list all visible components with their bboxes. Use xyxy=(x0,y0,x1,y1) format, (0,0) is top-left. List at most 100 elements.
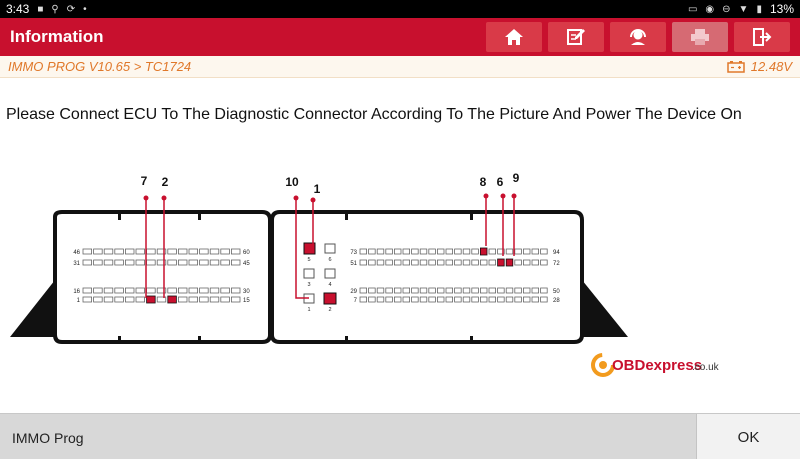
right-row4-pin-3 xyxy=(385,296,393,303)
right-row4-pin-14 xyxy=(479,296,488,303)
callout-dots xyxy=(143,193,517,203)
right-row3-pin-9 xyxy=(436,287,445,294)
left-row4-pin-6 xyxy=(146,295,156,304)
right-row3-pin-13 xyxy=(471,287,479,294)
left-row3-pin-12 xyxy=(209,287,220,294)
right-row2-pin-19 xyxy=(523,259,531,266)
right-row1-pin-6 xyxy=(411,248,419,255)
left-row2-pin-9 xyxy=(177,259,188,266)
edit-button[interactable] xyxy=(548,22,604,52)
left-row3-pin-1 xyxy=(93,287,103,294)
right-row3-pin-4 xyxy=(393,287,402,294)
usb-icon: ⚲ xyxy=(51,3,59,15)
left-row1-pin-0 xyxy=(82,248,93,255)
svg-text:2: 2 xyxy=(328,307,331,313)
right-row4-pin-17 xyxy=(505,296,514,303)
right-row1-pin-13 xyxy=(471,248,479,255)
left-row3-pin-2 xyxy=(103,287,114,294)
left-row4-pin-0 xyxy=(82,296,93,303)
right-row4-pin-2 xyxy=(376,296,385,303)
left-row3-pin-6 xyxy=(146,287,156,294)
wifi-icon: ▼ xyxy=(738,3,749,15)
left-row4-pin-9 xyxy=(177,296,188,303)
right-row3-pin-20 xyxy=(531,287,539,294)
right-row3-pin-12 xyxy=(462,287,471,294)
status-bar: 3:43 ■ ⚲ ⟳ • ▭ ◉ ⊖ ▼ ▮ 13% xyxy=(0,0,800,18)
left-row1-pin-14 xyxy=(230,248,241,255)
mid-pin-6 xyxy=(324,243,336,254)
mid-pin-3 xyxy=(303,268,315,279)
exit-button[interactable] xyxy=(734,22,790,52)
video-icon: ■ xyxy=(37,3,44,15)
right-row1-pin-16 xyxy=(497,248,505,255)
right-row1-pin-12 xyxy=(462,248,471,255)
right-row2-pin-10 xyxy=(445,259,453,266)
left-row1-pin-5 xyxy=(135,248,146,255)
right-connector-outline xyxy=(270,210,584,344)
right-row1-pin-7 xyxy=(419,248,428,255)
right-row1-pin-8 xyxy=(428,248,436,255)
sync-icon: ⟳ xyxy=(66,3,76,15)
right-row2-pin-15 xyxy=(488,259,496,266)
right-row2-pin-1 xyxy=(368,259,376,266)
right-row4-pin-15 xyxy=(488,296,496,303)
callout-6: 6 xyxy=(497,175,504,189)
ok-button[interactable]: OK xyxy=(696,414,800,459)
left-row2-pin-12 xyxy=(209,259,220,266)
left-row2-pin-2 xyxy=(103,259,114,266)
printer-icon xyxy=(691,29,709,45)
right-row1-pin-0 xyxy=(359,248,367,255)
right-row3-pin-10 xyxy=(445,287,453,294)
left-row1-pin-8 xyxy=(167,248,177,255)
left-row2-pin-10 xyxy=(188,259,199,266)
left-row2-pin-5 xyxy=(135,259,146,266)
header-bar: Information xyxy=(0,18,800,56)
callout-2: 2 xyxy=(162,175,169,189)
right-row4-pin-16 xyxy=(497,296,505,303)
right-row1-pin-18 xyxy=(514,248,522,255)
svg-text:5: 5 xyxy=(307,257,310,263)
mid-pin-4 xyxy=(324,268,336,279)
print-button[interactable] xyxy=(672,22,728,52)
right-row3-pin-8 xyxy=(428,287,436,294)
home-button[interactable] xyxy=(486,22,542,52)
right-row4-pin-1 xyxy=(368,296,376,303)
right-row2-pin-9 xyxy=(436,259,445,266)
right-row3-pin-17 xyxy=(505,287,514,294)
pin-label-left-row2-end: 45 xyxy=(243,261,250,267)
pin-label-right-row1-start: 73 xyxy=(350,250,357,256)
right-row1-pin-20 xyxy=(531,248,539,255)
left-row1-pin-13 xyxy=(220,248,230,255)
right-row4-pin-7 xyxy=(419,296,428,303)
support-button[interactable] xyxy=(610,22,666,52)
left-row4-pin-8 xyxy=(167,295,177,304)
dnd-icon: ⊖ xyxy=(722,3,731,15)
left-row2-pin-14 xyxy=(230,259,241,266)
right-row1-pin-21 xyxy=(540,248,548,255)
dot-icon: • xyxy=(83,3,87,15)
right-row4-pin-18 xyxy=(514,296,522,303)
right-flange xyxy=(582,280,628,337)
right-row3-pin-11 xyxy=(454,287,462,294)
right-row2-pin-0 xyxy=(359,259,367,266)
left-row3-pin-4 xyxy=(125,287,135,294)
right-row2-pin-14 xyxy=(479,259,488,266)
right-row2-pin-2 xyxy=(376,259,385,266)
voltage-indicator: 12.48V xyxy=(727,59,792,74)
left-row1-pin-10 xyxy=(188,248,199,255)
pin-label-left-row1-end: 60 xyxy=(243,250,250,256)
left-row3-pin-9 xyxy=(177,287,188,294)
svg-text:1: 1 xyxy=(307,307,310,313)
watermark-suffix: .co.uk xyxy=(692,362,720,373)
left-row3-pin-5 xyxy=(135,287,146,294)
left-row2-pin-3 xyxy=(114,259,124,266)
right-row4-pin-10 xyxy=(445,296,453,303)
right-row4-pin-13 xyxy=(471,296,479,303)
callout-10: 10 xyxy=(285,175,299,189)
battery-percent: 13% xyxy=(769,2,794,16)
left-row4-pin-5 xyxy=(135,296,146,303)
right-row3-pin-21 xyxy=(540,287,548,294)
left-row4-pin-14 xyxy=(230,296,241,303)
left-connector-outline xyxy=(53,210,272,344)
